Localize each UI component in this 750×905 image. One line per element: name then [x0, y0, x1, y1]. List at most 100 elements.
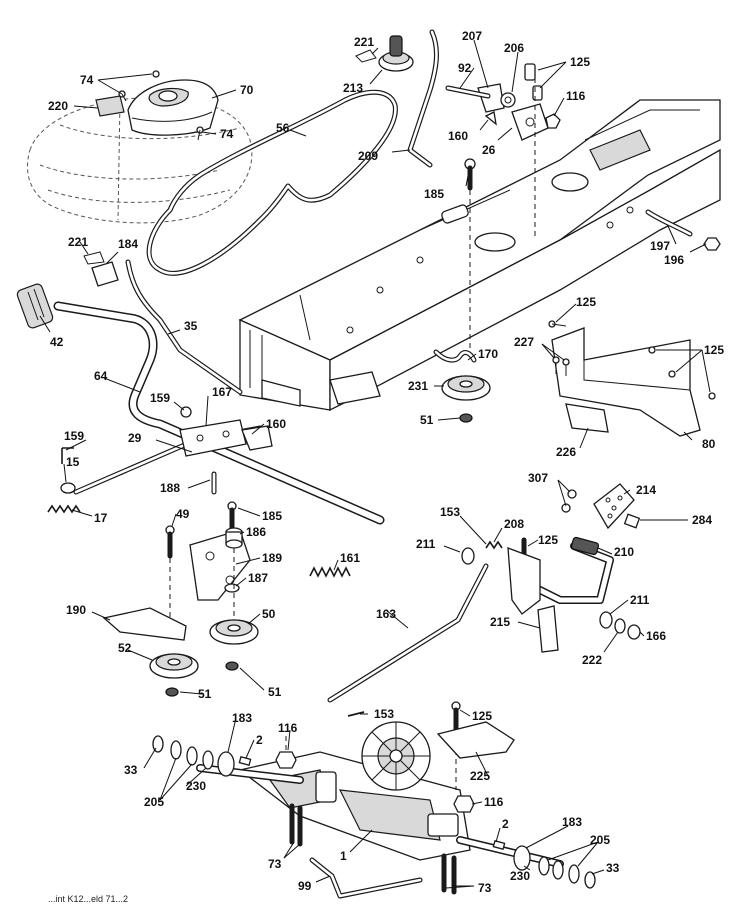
- callout-225: 225: [470, 769, 490, 783]
- callout-51: 51: [420, 413, 434, 427]
- bracket-167: [179, 419, 247, 457]
- callout-116: 116: [566, 89, 586, 103]
- callout-188: 188: [160, 481, 180, 495]
- callout-116: 116: [278, 721, 298, 735]
- leader-lines: [39, 39, 711, 889]
- spring-170: [433, 349, 477, 363]
- callout-161: 161: [340, 551, 360, 565]
- callout-17: 17: [94, 511, 108, 525]
- clip-160a: [484, 111, 497, 126]
- callout-92: 92: [458, 61, 472, 75]
- callout-215: 215: [490, 615, 510, 629]
- rod-163: [327, 563, 489, 703]
- callout-49: 49: [176, 507, 190, 521]
- callout-208: 208: [504, 517, 524, 531]
- callout-207: 207: [462, 29, 482, 43]
- clip-221b: [83, 251, 105, 265]
- bolt-185a: [464, 158, 476, 191]
- washer-187: [224, 583, 240, 593]
- spring-208: [485, 540, 503, 550]
- footer-text: ...int K12...eld 71...2: [48, 894, 128, 904]
- bracket-215: [537, 605, 559, 653]
- callout-170: 170: [478, 347, 498, 361]
- washer-222: [614, 618, 626, 634]
- callout-210: 210: [614, 545, 634, 559]
- callout-74: 74: [80, 73, 94, 87]
- handle-64: [53, 301, 385, 525]
- fuel-cap-213: [378, 35, 414, 72]
- rod-197: [645, 209, 693, 237]
- console-70: [127, 79, 219, 136]
- callout-56: 56: [276, 121, 290, 135]
- bolts-73a: [289, 803, 303, 847]
- pulley-231: [441, 375, 491, 401]
- bracket-207: [477, 83, 505, 113]
- bolts-73b: [441, 853, 457, 895]
- callout-184: 184: [118, 237, 138, 251]
- washers-left: [152, 735, 252, 777]
- washer-166: [627, 624, 641, 640]
- callout-222: 222: [582, 653, 602, 667]
- callout-221: 221: [68, 235, 88, 249]
- callout-185: 185: [262, 509, 282, 523]
- callout-186: 186: [246, 525, 266, 539]
- axle-left: [196, 764, 304, 784]
- callout-125: 125: [538, 533, 558, 547]
- bolt-196: [703, 237, 721, 251]
- callout-125: 125: [704, 343, 724, 357]
- callout-197: 197: [650, 239, 670, 253]
- nut-51b: [225, 661, 239, 671]
- callout-190: 190: [66, 603, 86, 617]
- nut-51a: [165, 687, 179, 697]
- bolts-227: [552, 356, 570, 376]
- callout-185: 185: [424, 187, 444, 201]
- pulley-50: [209, 619, 259, 645]
- spring-17: [47, 504, 81, 514]
- callout-29: 29: [128, 431, 142, 445]
- seat-ghost: [27, 97, 253, 224]
- callout-230: 230: [186, 779, 206, 793]
- callout-214: 214: [636, 483, 656, 497]
- callout-159: 159: [150, 391, 170, 405]
- callout-33: 33: [606, 861, 620, 875]
- callout-99: 99: [298, 879, 312, 893]
- pin-92: [445, 85, 491, 99]
- callout-1: 1: [340, 849, 347, 863]
- grip-42: [16, 283, 54, 329]
- callout-42: 42: [50, 335, 64, 349]
- callout-159: 159: [64, 429, 84, 443]
- spring-206: [500, 92, 516, 108]
- nut-116b: [275, 751, 297, 769]
- clip-184: [91, 261, 119, 287]
- callout-189: 189: [262, 551, 282, 565]
- callout-187: 187: [248, 571, 268, 585]
- callout-35: 35: [184, 319, 198, 333]
- callout-231: 231: [408, 379, 428, 393]
- callout-80: 80: [702, 437, 716, 451]
- rod-209: [407, 29, 439, 168]
- callout-209: 209: [358, 149, 378, 163]
- pedal-210: [516, 536, 614, 604]
- screw-74b: [152, 70, 160, 78]
- callout-50: 50: [262, 607, 276, 621]
- callout-307: 307: [528, 471, 548, 485]
- bolt-125b: [548, 320, 567, 328]
- bolt-125e: [451, 701, 461, 733]
- plate-26: [511, 103, 549, 141]
- rod-35: [125, 259, 243, 395]
- callout-125: 125: [570, 55, 590, 69]
- callout-284: 284: [692, 513, 712, 527]
- transaxle-1: [238, 721, 471, 861]
- callout-205: 205: [590, 833, 610, 847]
- callout-211: 211: [630, 593, 650, 607]
- callout-73: 73: [478, 881, 492, 895]
- spring-161: [309, 566, 351, 578]
- callout-183: 183: [562, 815, 582, 829]
- callout-74: 74: [220, 127, 234, 141]
- callout-51: 51: [198, 687, 212, 701]
- main-frame: [238, 99, 721, 412]
- plate-225: [436, 721, 515, 759]
- callout-230: 230: [510, 869, 530, 883]
- callout-196: 196: [664, 253, 684, 267]
- callout-153: 153: [374, 707, 394, 721]
